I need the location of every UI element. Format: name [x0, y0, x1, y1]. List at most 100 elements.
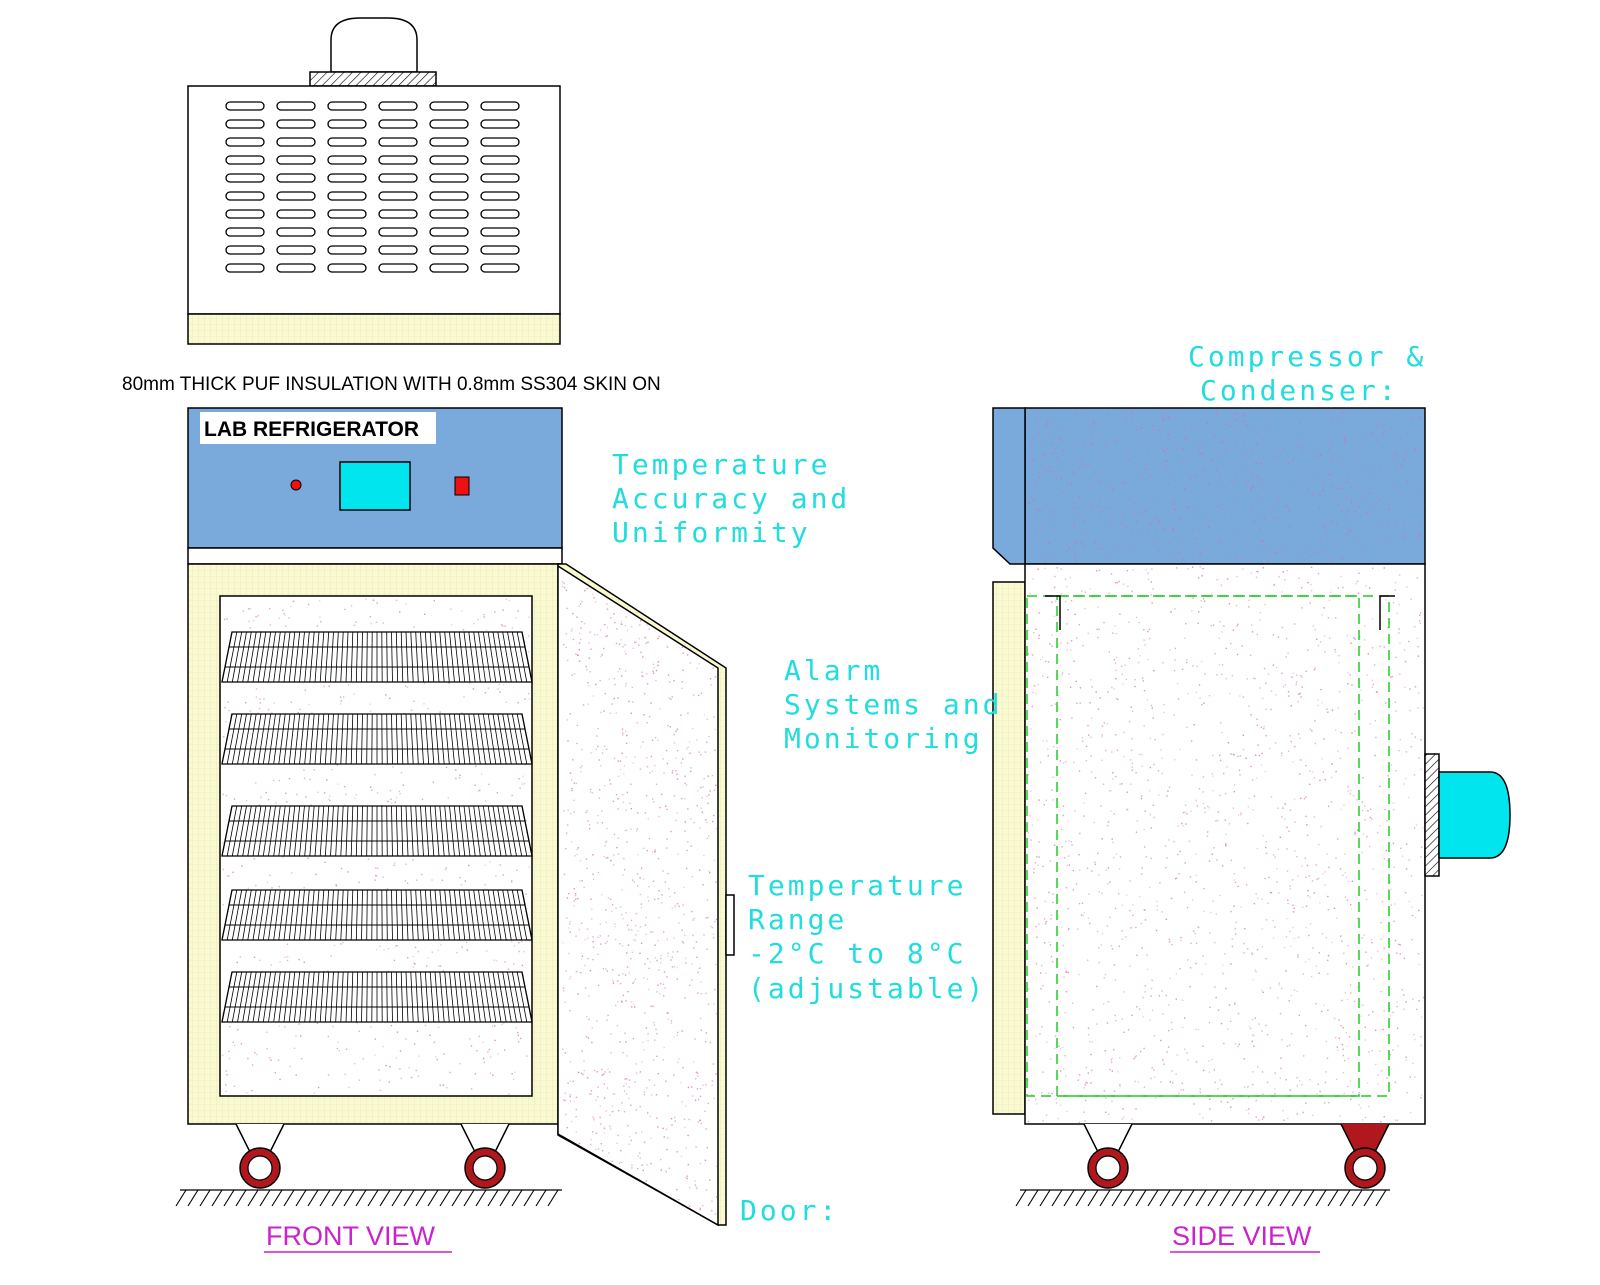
foam-speck — [359, 1080, 360, 1081]
foam-speck — [1410, 1112, 1411, 1113]
foam-speck — [443, 1084, 444, 1085]
foam-speck — [1332, 763, 1333, 764]
foam-speck — [449, 1072, 450, 1073]
foam-speck — [1243, 943, 1244, 944]
foam-speck — [1122, 1118, 1123, 1119]
foam-speck — [1352, 966, 1353, 967]
foam-speck — [396, 945, 397, 946]
floor-hatch-stroke — [416, 1190, 426, 1206]
foam-speck — [1317, 553, 1318, 554]
foam-speck — [1184, 488, 1185, 489]
foam-speck — [1287, 871, 1288, 872]
foam-speck — [1418, 537, 1419, 538]
foam-speck — [269, 608, 270, 609]
foam-speck — [1338, 488, 1339, 489]
foam-speck — [656, 1118, 657, 1119]
foam-speck — [255, 616, 256, 617]
foam-speck — [1062, 672, 1063, 673]
foam-speck — [1365, 513, 1366, 514]
foam-speck — [1099, 480, 1100, 481]
foam-speck — [1248, 806, 1249, 807]
foam-speck — [1225, 793, 1226, 794]
foam-speck — [574, 782, 575, 783]
foam-speck — [1422, 827, 1423, 828]
foam-speck — [346, 1049, 347, 1050]
foam-speck — [1225, 988, 1226, 989]
foam-speck — [375, 867, 376, 868]
foam-speck — [600, 680, 601, 681]
vent-slot — [379, 192, 417, 200]
foam-speck — [1281, 1039, 1282, 1040]
foam-speck — [672, 957, 673, 958]
foam-speck — [1087, 725, 1088, 726]
foam-speck — [697, 1073, 698, 1074]
foam-speck — [1221, 1101, 1222, 1102]
foam-speck — [425, 1025, 426, 1026]
vent-slot — [328, 228, 366, 236]
foam-speck — [621, 1162, 622, 1163]
foam-speck — [1104, 722, 1105, 723]
foam-speck — [612, 904, 613, 905]
foam-speck — [1093, 444, 1094, 445]
foam-speck — [1038, 432, 1039, 433]
foam-speck — [1084, 912, 1085, 913]
foam-speck — [1254, 903, 1255, 904]
foam-speck — [1393, 809, 1394, 810]
foam-speck — [1331, 417, 1332, 418]
alarm-line-2: Systems and — [784, 688, 1002, 721]
foam-speck — [1092, 1041, 1093, 1042]
foam-speck — [1187, 1059, 1188, 1060]
vent-slot — [379, 210, 417, 218]
foam-speck — [513, 963, 514, 964]
foam-speck — [1047, 677, 1048, 678]
foam-speck — [1085, 533, 1086, 534]
foam-speck — [528, 693, 529, 694]
foam-speck — [1344, 514, 1345, 515]
foam-speck — [260, 702, 261, 703]
foam-speck — [1275, 694, 1276, 695]
foam-speck — [562, 586, 563, 587]
foam-speck — [1362, 1119, 1363, 1120]
foam-speck — [1359, 516, 1360, 517]
foam-speck — [1334, 908, 1335, 909]
foam-speck — [703, 855, 704, 856]
foam-speck — [1368, 1106, 1369, 1107]
power-indicator-icon[interactable] — [291, 480, 301, 490]
foam-speck — [1154, 501, 1155, 502]
foam-speck — [1065, 761, 1066, 762]
foam-speck — [502, 1024, 503, 1025]
foam-speck — [1117, 699, 1118, 700]
foam-speck — [437, 1059, 438, 1060]
foam-speck — [715, 676, 716, 677]
foam-speck — [1041, 965, 1042, 966]
foam-speck — [701, 993, 702, 994]
foam-speck — [1383, 474, 1384, 475]
foam-speck — [1186, 1052, 1187, 1053]
foam-speck — [702, 884, 703, 885]
foam-speck — [1385, 599, 1386, 600]
foam-speck — [654, 765, 655, 766]
foam-speck — [1303, 451, 1304, 452]
temp-range-line-4: (adjustable) — [748, 972, 986, 1005]
foam-speck — [418, 1055, 419, 1056]
foam-speck — [677, 1032, 678, 1033]
foam-speck — [1341, 488, 1342, 489]
foam-speck — [418, 1076, 419, 1077]
foam-speck — [1284, 818, 1285, 819]
foam-speck — [1227, 578, 1228, 579]
door-handle[interactable] — [726, 895, 734, 955]
floor-hatch-stroke — [1184, 1190, 1194, 1206]
foam-speck — [1266, 853, 1267, 854]
open-door-panel[interactable] — [558, 566, 718, 1225]
foam-speck — [1396, 1006, 1397, 1007]
floor-hatch-stroke — [404, 1190, 414, 1206]
foam-speck — [284, 957, 285, 958]
foam-speck — [1423, 997, 1424, 998]
foam-speck — [1144, 846, 1145, 847]
temperature-display-icon[interactable] — [340, 462, 410, 510]
foam-speck — [246, 800, 247, 801]
power-switch-icon[interactable] — [455, 477, 469, 495]
foam-speck — [283, 613, 284, 614]
foam-speck — [1091, 717, 1092, 718]
foam-speck — [1043, 456, 1044, 457]
